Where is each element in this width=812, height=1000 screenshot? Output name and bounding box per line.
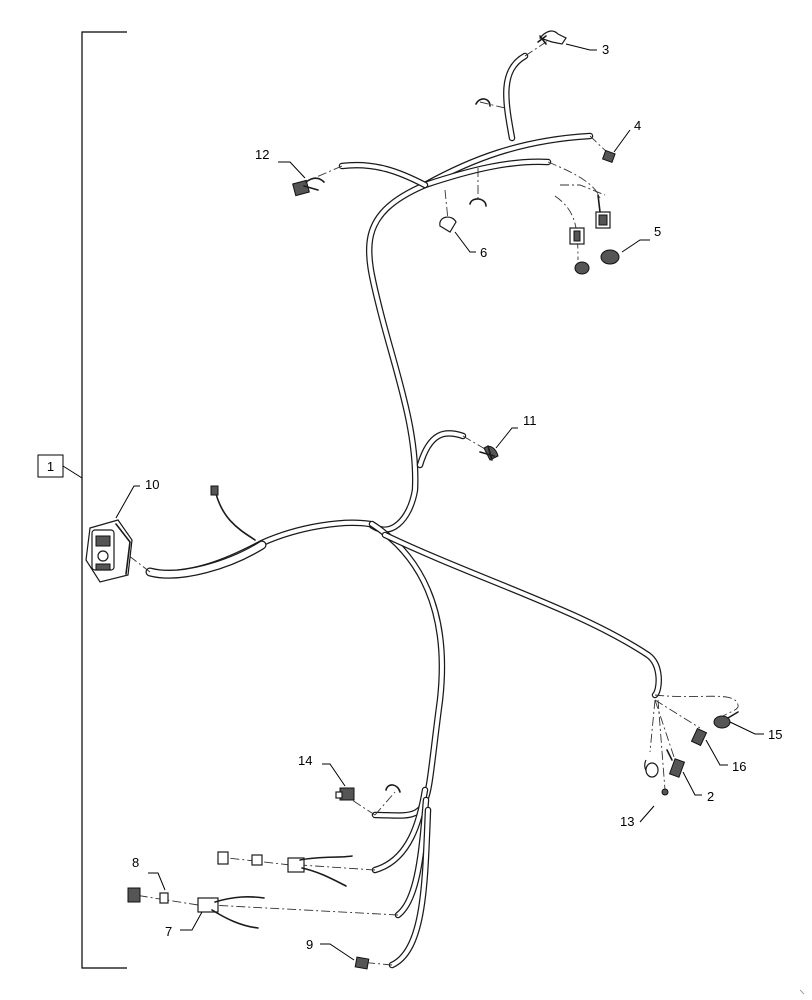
part-3-connector [537,30,567,45]
callout-10: 10 [145,477,159,492]
callout-15: 15 [768,727,782,742]
assembly-paths [127,37,739,966]
callout-numbers: 3 4 5 6 12 11 10 14 15 16 2 13 8 7 9 [132,42,782,952]
callout-3: 3 [602,42,609,57]
callout-4: 4 [634,118,641,133]
part-9-terminal [354,956,370,970]
part-13-plug [661,788,669,796]
leader-lines [115,43,764,961]
part-14-clip [385,784,401,793]
corner-mark [799,989,805,995]
part-14-connector [335,787,355,801]
assembly-bracket: 1 [37,31,127,969]
part-8-relay-connectors [127,851,353,904]
main-harness [145,52,662,969]
part-7-fuse-holder [197,896,265,929]
assembly-label: 1 [47,459,54,474]
callout-12: 12 [255,147,269,162]
ground-wire [214,489,256,541]
callout-16: 16 [732,759,746,774]
callout-11: 11 [523,413,537,428]
callout-14: 14 [298,753,312,768]
part-6-clip [439,98,491,233]
part-5-connector [569,194,620,275]
callout-7: 7 [165,924,172,939]
part-4-connector [601,149,616,164]
assembly-label-box [37,454,64,478]
part-2-connector [644,749,686,778]
part-16-connector [690,727,708,747]
callout-6: 6 [480,245,487,260]
callout-13: 13 [620,814,634,829]
callout-2: 2 [707,789,714,804]
callout-5: 5 [654,224,661,239]
ground-terminal [210,485,219,496]
callout-9: 9 [306,937,313,952]
part-11-connector [479,445,499,461]
part-10-control-module [85,519,133,583]
callout-8: 8 [132,855,139,870]
part-12-connector [292,177,325,197]
